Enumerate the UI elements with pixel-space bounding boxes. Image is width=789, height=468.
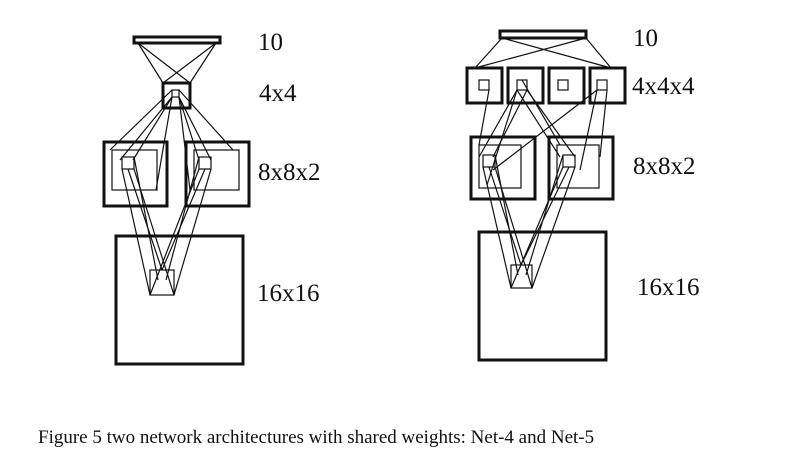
figure-caption: Figure 5 two network architectures with … bbox=[38, 427, 595, 448]
net4-hidden-layer-4x4 bbox=[161, 81, 192, 110]
net4-hidden-8x8x2-label: 8x8x2 bbox=[258, 159, 321, 186]
net4-connections-8x8x2-to-16x16 bbox=[121, 156, 212, 296]
net5-input-layer-16x16 bbox=[477, 230, 608, 362]
network-architectures-diagram bbox=[102, 29, 627, 366]
net5-hidden-layer-4x4x4 bbox=[465, 66, 627, 105]
net5-connections-4x4x4-to-8x8x2 bbox=[478, 79, 608, 186]
net5-output-label: 10 bbox=[633, 25, 658, 52]
net5-connections-8x8x2-to-16x16 bbox=[482, 154, 576, 289]
net5-input-16x16-label: 16x16 bbox=[637, 274, 700, 301]
net4-input-16x16-label: 16x16 bbox=[257, 280, 320, 307]
net4-connections-4x4-to-8x8x2 bbox=[109, 89, 234, 191]
net5-output-layer bbox=[474, 29, 612, 69]
net5-diagram bbox=[465, 29, 627, 362]
net4-diagram bbox=[102, 35, 251, 366]
net4-input-layer-16x16 bbox=[114, 234, 245, 366]
net5-hidden-8x8x2-label: 8x8x2 bbox=[633, 153, 696, 180]
net4-output-label: 10 bbox=[258, 29, 283, 56]
net4-hidden-layer-8x8x2 bbox=[102, 140, 251, 208]
net4-output-layer bbox=[132, 35, 222, 84]
net5-hidden-4x4x4-label: 4x4x4 bbox=[632, 73, 695, 100]
net4-hidden-4x4-label: 4x4 bbox=[259, 80, 297, 107]
